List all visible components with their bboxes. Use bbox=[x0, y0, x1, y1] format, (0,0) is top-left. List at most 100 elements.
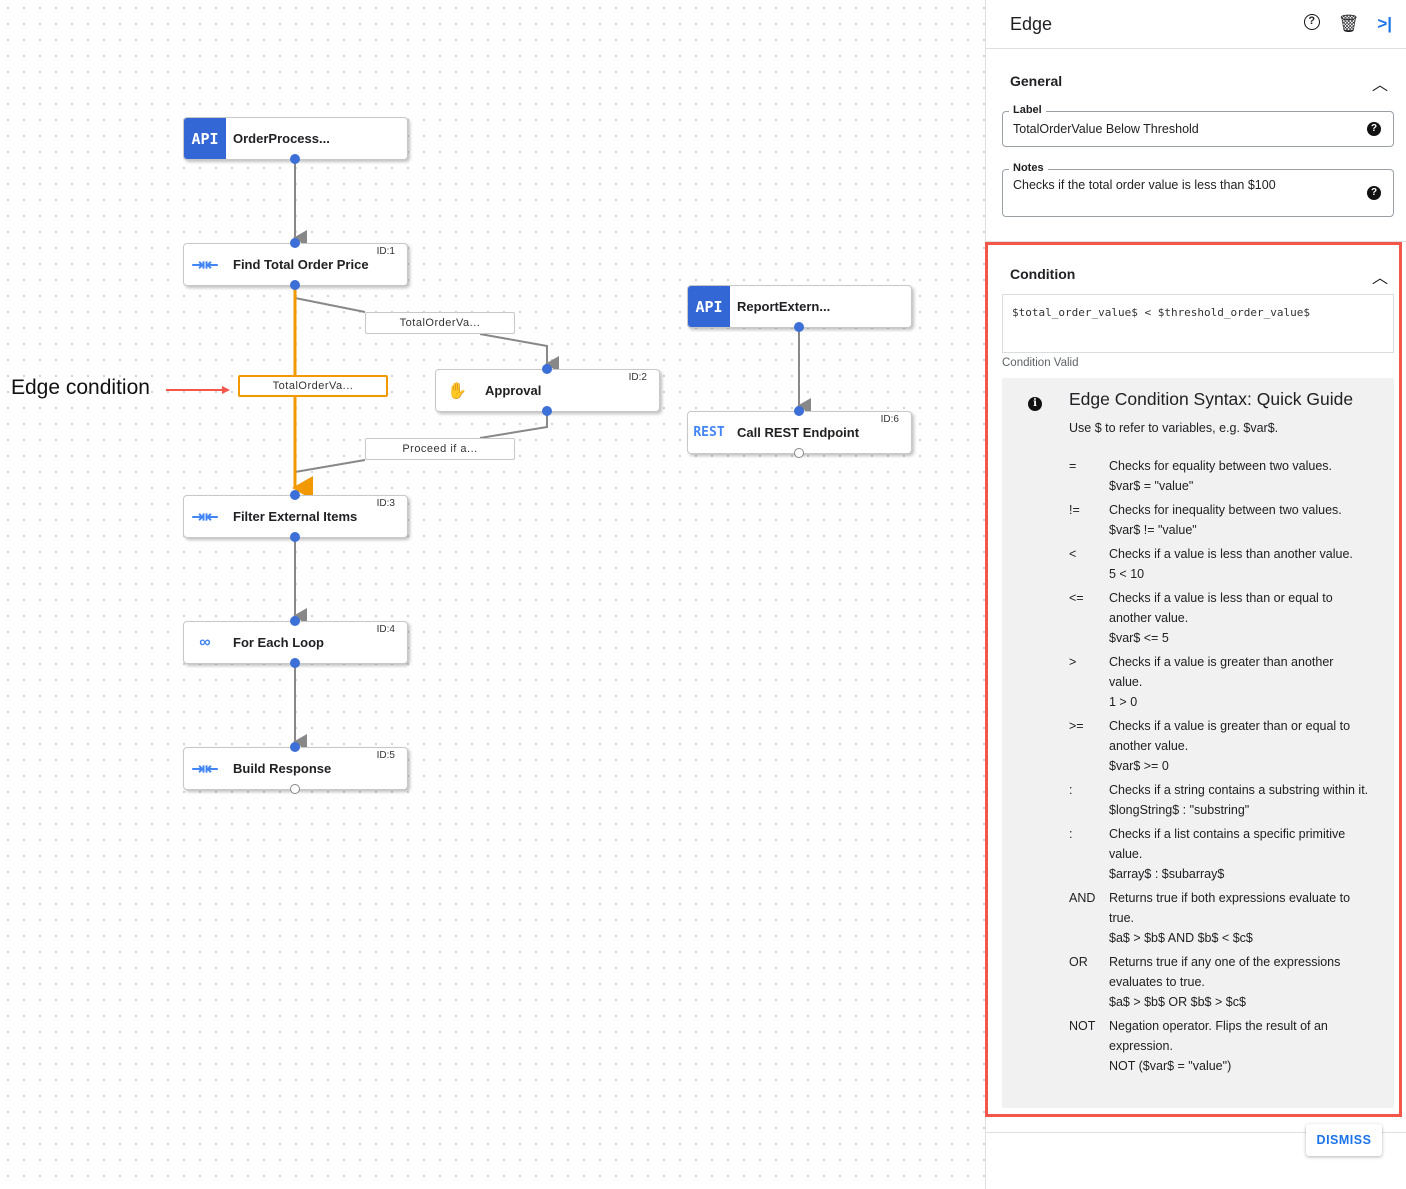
operator: : bbox=[1069, 827, 1073, 841]
divider bbox=[986, 241, 1406, 242]
help-filled-icon[interactable]: ? bbox=[1367, 186, 1381, 200]
general-section-title: General bbox=[1010, 73, 1063, 89]
edge-properties-panel: Edge ? 🗑 >| General ︿ Label TotalOrderVa… bbox=[985, 0, 1406, 1189]
output-port[interactable] bbox=[794, 322, 804, 332]
help-icon[interactable]: ? bbox=[1303, 14, 1320, 30]
operator-description: Returns true if any one of the expressio… bbox=[1109, 955, 1341, 989]
merge-arrows-icon: ⇥⇤ bbox=[191, 508, 219, 526]
info-icon: i bbox=[1028, 397, 1042, 411]
guide-row: >= Checks if a value is greater than or e… bbox=[1069, 716, 1369, 776]
input-port[interactable] bbox=[290, 742, 300, 752]
operator: : bbox=[1069, 783, 1073, 797]
edge-condition-annotation: Edge condition bbox=[11, 376, 150, 399]
merge-arrows-icon: ⇥⇤ bbox=[191, 760, 219, 778]
operator-description: Checks for inequality between two values… bbox=[1109, 503, 1342, 517]
notes-field-value: Checks if the total order value is less … bbox=[1013, 178, 1276, 192]
edge-label-selected[interactable]: TotalOrderVa... bbox=[238, 375, 388, 397]
node-id: ID:2 bbox=[628, 372, 647, 383]
output-port[interactable] bbox=[290, 658, 300, 668]
node-id: ID:1 bbox=[376, 246, 395, 257]
infinity-icon: ∞ bbox=[199, 633, 211, 651]
node-label: Approval bbox=[485, 383, 542, 398]
output-port[interactable] bbox=[290, 280, 300, 290]
node-id: ID:5 bbox=[376, 750, 395, 761]
operator: >= bbox=[1069, 719, 1084, 733]
label-field-value: TotalOrderValue Below Threshold bbox=[1013, 122, 1199, 136]
node-id: ID:3 bbox=[376, 498, 395, 509]
edges-layer bbox=[166, 159, 811, 750]
notes-field-label: Notes bbox=[1009, 162, 1048, 174]
node-label: Call REST Endpoint bbox=[737, 425, 860, 440]
condition-highlight-box bbox=[985, 242, 1402, 1117]
operator-example: $var$ = "value" bbox=[1109, 479, 1194, 493]
collapse-panel-icon[interactable]: >| bbox=[1377, 14, 1392, 33]
node-approval[interactable]: ✋ Approval ID:2 bbox=[435, 369, 660, 412]
guide-intro: Use $ to refer to variables, e.g. $var$. bbox=[1069, 421, 1279, 435]
delete-icon[interactable]: 🗑 bbox=[1337, 14, 1360, 33]
output-port[interactable] bbox=[794, 448, 804, 458]
label-field[interactable]: Label TotalOrderValue Below Threshold ? bbox=[1002, 104, 1394, 147]
operator-description: Checks for equality between two values. bbox=[1109, 459, 1333, 473]
help-filled-icon[interactable]: ? bbox=[1367, 122, 1381, 136]
edge-label[interactable]: TotalOrderVa... bbox=[365, 312, 515, 334]
operator-example: $var$ <= 5 bbox=[1109, 631, 1169, 645]
operator-example: 1 > 0 bbox=[1109, 695, 1138, 709]
node-label: OrderProcess... bbox=[233, 131, 330, 146]
label-field-label: Label bbox=[1009, 104, 1046, 116]
operator: OR bbox=[1069, 955, 1088, 969]
api-icon: API bbox=[688, 286, 730, 327]
guide-row: : Checks if a list contains a specific pr… bbox=[1069, 824, 1369, 884]
operator-description: Checks if a value is greater than anothe… bbox=[1109, 655, 1334, 689]
guide-row: = Checks for equality between two values.… bbox=[1069, 456, 1369, 496]
input-port[interactable] bbox=[290, 490, 300, 500]
input-port[interactable] bbox=[794, 406, 804, 416]
output-port[interactable] bbox=[290, 154, 300, 164]
operator: <= bbox=[1069, 591, 1084, 605]
chevron-up-icon[interactable]: ︿ bbox=[1371, 270, 1388, 287]
guide-title: Edge Condition Syntax: Quick Guide bbox=[1069, 389, 1354, 409]
operator-description: Checks if a value is greater than or equ… bbox=[1109, 719, 1351, 753]
edge-approval-to-filter[interactable] bbox=[294, 411, 548, 473]
operator-example: $a$ > $b$ OR $b$ > $c$ bbox=[1109, 995, 1246, 1009]
hand-icon: ✋ bbox=[447, 382, 467, 400]
input-port[interactable] bbox=[290, 238, 300, 248]
output-port[interactable] bbox=[290, 532, 300, 542]
input-port[interactable] bbox=[290, 616, 300, 626]
node-id: ID:6 bbox=[880, 414, 899, 425]
operator-example: $var$ >= 0 bbox=[1109, 759, 1169, 773]
dismiss-button[interactable]: DISMISS bbox=[1306, 1124, 1382, 1156]
guide-row: :Checks if a string contains a substring… bbox=[1069, 780, 1369, 820]
output-port[interactable] bbox=[290, 784, 300, 794]
notes-field[interactable]: Notes Checks if the total order value is… bbox=[1002, 162, 1394, 217]
divider bbox=[986, 1132, 1406, 1133]
condition-section-title: Condition bbox=[1010, 266, 1076, 282]
chevron-up-icon[interactable]: ︿ bbox=[1371, 77, 1388, 94]
syntax-quick-guide: i Edge Condition Syntax: Quick Guide Use… bbox=[1002, 378, 1394, 1108]
guide-row: <Checks if a value is less than another … bbox=[1069, 544, 1369, 584]
panel-title: Edge bbox=[1010, 14, 1053, 34]
operator: = bbox=[1069, 459, 1077, 473]
operator-example: 5 < 10 bbox=[1109, 567, 1145, 581]
operator: AND bbox=[1069, 891, 1096, 905]
node-label: Find Total Order Price bbox=[233, 257, 369, 272]
operator-example: $array$ : $subarray$ bbox=[1109, 867, 1225, 881]
input-port[interactable] bbox=[542, 364, 552, 374]
workflow-canvas[interactable]: Edge condition API OrderProcess... ⇥⇤ Find… bbox=[0, 0, 985, 1189]
edge-label[interactable]: Proceed if a... bbox=[365, 438, 515, 460]
operator: > bbox=[1069, 655, 1077, 669]
operator-description: Checks if a list contains a specific pri… bbox=[1109, 827, 1346, 861]
output-port[interactable] bbox=[542, 406, 552, 416]
node-filter-external-items[interactable]: ⇥⇤ Filter External Items ID:3 bbox=[183, 495, 408, 538]
edge-find-to-approval[interactable] bbox=[294, 297, 547, 364]
operator: != bbox=[1069, 503, 1080, 517]
guide-row: > Checks if a value is greater than anoth… bbox=[1069, 652, 1369, 712]
condition-input[interactable]: $total_order_value$ < $threshold_order_v… bbox=[1002, 294, 1394, 353]
node-label: Filter External Items bbox=[233, 509, 358, 524]
divider bbox=[986, 48, 1406, 49]
